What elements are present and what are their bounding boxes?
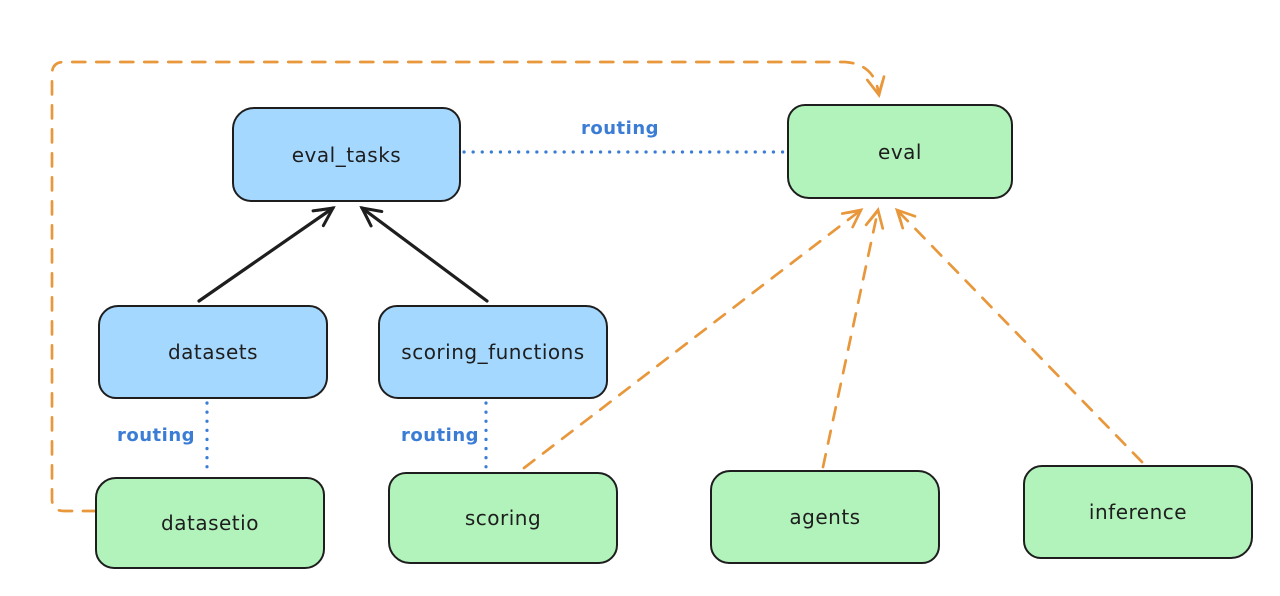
node-scoring-functions: scoring_functions xyxy=(378,305,608,399)
edge-datasetio-to-eval xyxy=(50,60,886,513)
node-eval-tasks: eval_tasks xyxy=(232,107,461,202)
edge-agents-to-eval xyxy=(821,207,885,469)
node-datasetio: datasetio xyxy=(95,477,325,569)
edge-datasets-to-eval_tasks xyxy=(197,206,336,303)
edge-scoring_functions-to-eval_tasks xyxy=(359,205,489,303)
node-inference: inference xyxy=(1023,465,1253,559)
edge-label-routing-datasets-datasetio: routing xyxy=(116,425,196,446)
node-datasets: datasets xyxy=(98,305,328,399)
node-agents: agents xyxy=(710,470,940,564)
edge-label-routing-scoring_functions-scoring: routing xyxy=(400,425,480,446)
edge-scoring-to-eval xyxy=(522,208,864,470)
node-scoring: scoring xyxy=(388,472,618,564)
edge-label-routing-eval_tasks-eval: routing xyxy=(580,118,660,139)
node-eval: eval xyxy=(787,104,1013,199)
edge-inference-to-eval xyxy=(894,207,1144,464)
